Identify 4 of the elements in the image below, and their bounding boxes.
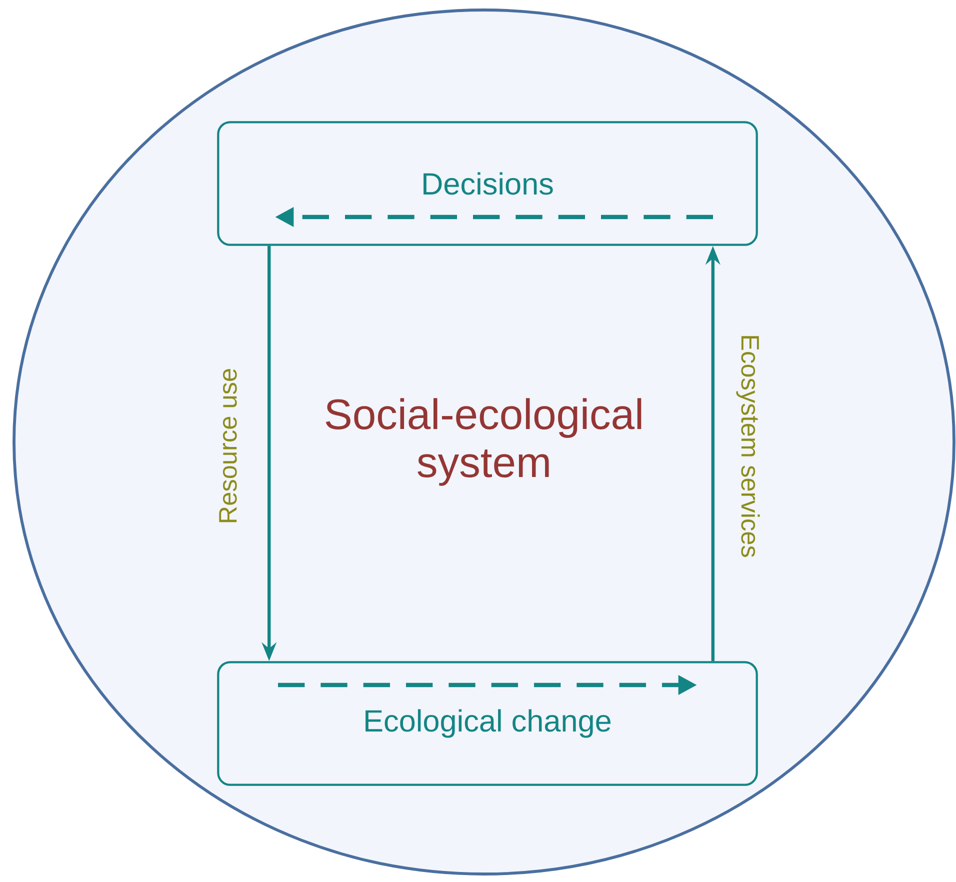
process-box: Decisions [217, 121, 758, 246]
edge-label: Ecosystem services [736, 336, 760, 557]
process-box: Ecological change [217, 661, 758, 786]
edge-label: Resource use [219, 369, 237, 522]
